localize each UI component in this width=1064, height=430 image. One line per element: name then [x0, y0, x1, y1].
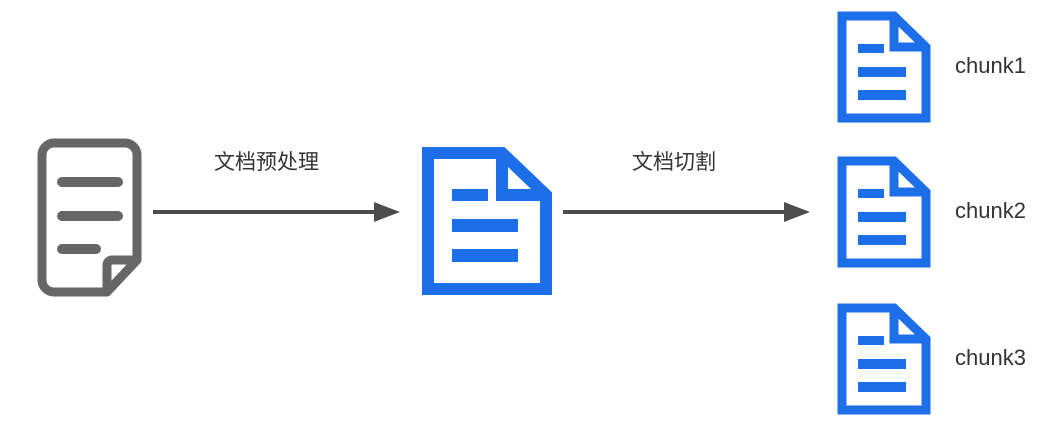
chunk-label: chunk3 [955, 345, 1026, 370]
chunk-document-icon [836, 11, 932, 128]
chunk-document-icon [836, 156, 932, 273]
source-document-icon [26, 136, 152, 309]
chunk-label: chunk1 [955, 53, 1026, 78]
edge-label-split: 文档切割 [632, 151, 716, 174]
arrow-right-icon-split [560, 196, 812, 233]
chunk-label: chunk2 [955, 198, 1026, 223]
edge-label-preprocess: 文档预处理 [214, 151, 319, 174]
chunk-document-icon [836, 303, 932, 420]
processed-document-icon [420, 147, 554, 300]
arrow-right-icon-preprocess [150, 196, 402, 233]
